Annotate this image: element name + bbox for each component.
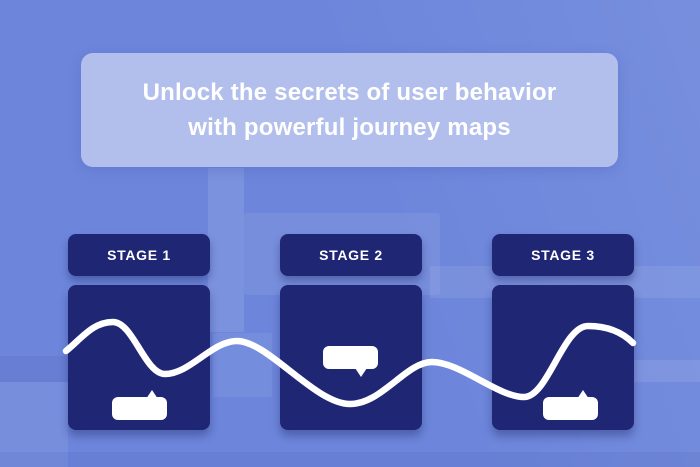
stage-3-label: STAGE 3 (531, 247, 595, 263)
speech-bubble-icon (323, 346, 378, 377)
speech-bubble-tail (577, 390, 589, 399)
speech-bubble-tail (146, 390, 158, 399)
background-shape-bottom (0, 452, 700, 467)
headline-banner: Unlock the secrets of user behavior with… (81, 53, 618, 167)
stage-3-card (492, 285, 634, 430)
stage-2-label: STAGE 2 (319, 247, 383, 263)
stage-3-header: STAGE 3 (492, 234, 634, 276)
speech-bubble-tail (355, 368, 367, 377)
background-shape-left-light (0, 382, 68, 467)
headline-line-1: Unlock the secrets of user behavior (142, 79, 557, 106)
background-shape-step (213, 333, 272, 397)
stage-1-label: STAGE 1 (107, 247, 171, 263)
stage-1-card (68, 285, 210, 430)
stage-2-card (280, 285, 422, 430)
speech-bubble-icon (543, 390, 598, 420)
stage-2-header: STAGE 2 (280, 234, 422, 276)
background-shape-right-light (633, 360, 700, 382)
background-shape-vertical (208, 168, 244, 332)
stage-1-header: STAGE 1 (68, 234, 210, 276)
background-shape-left-dark (0, 356, 68, 382)
speech-bubble-icon (112, 390, 167, 420)
headline-line-2: with powerful journey maps (188, 114, 511, 141)
